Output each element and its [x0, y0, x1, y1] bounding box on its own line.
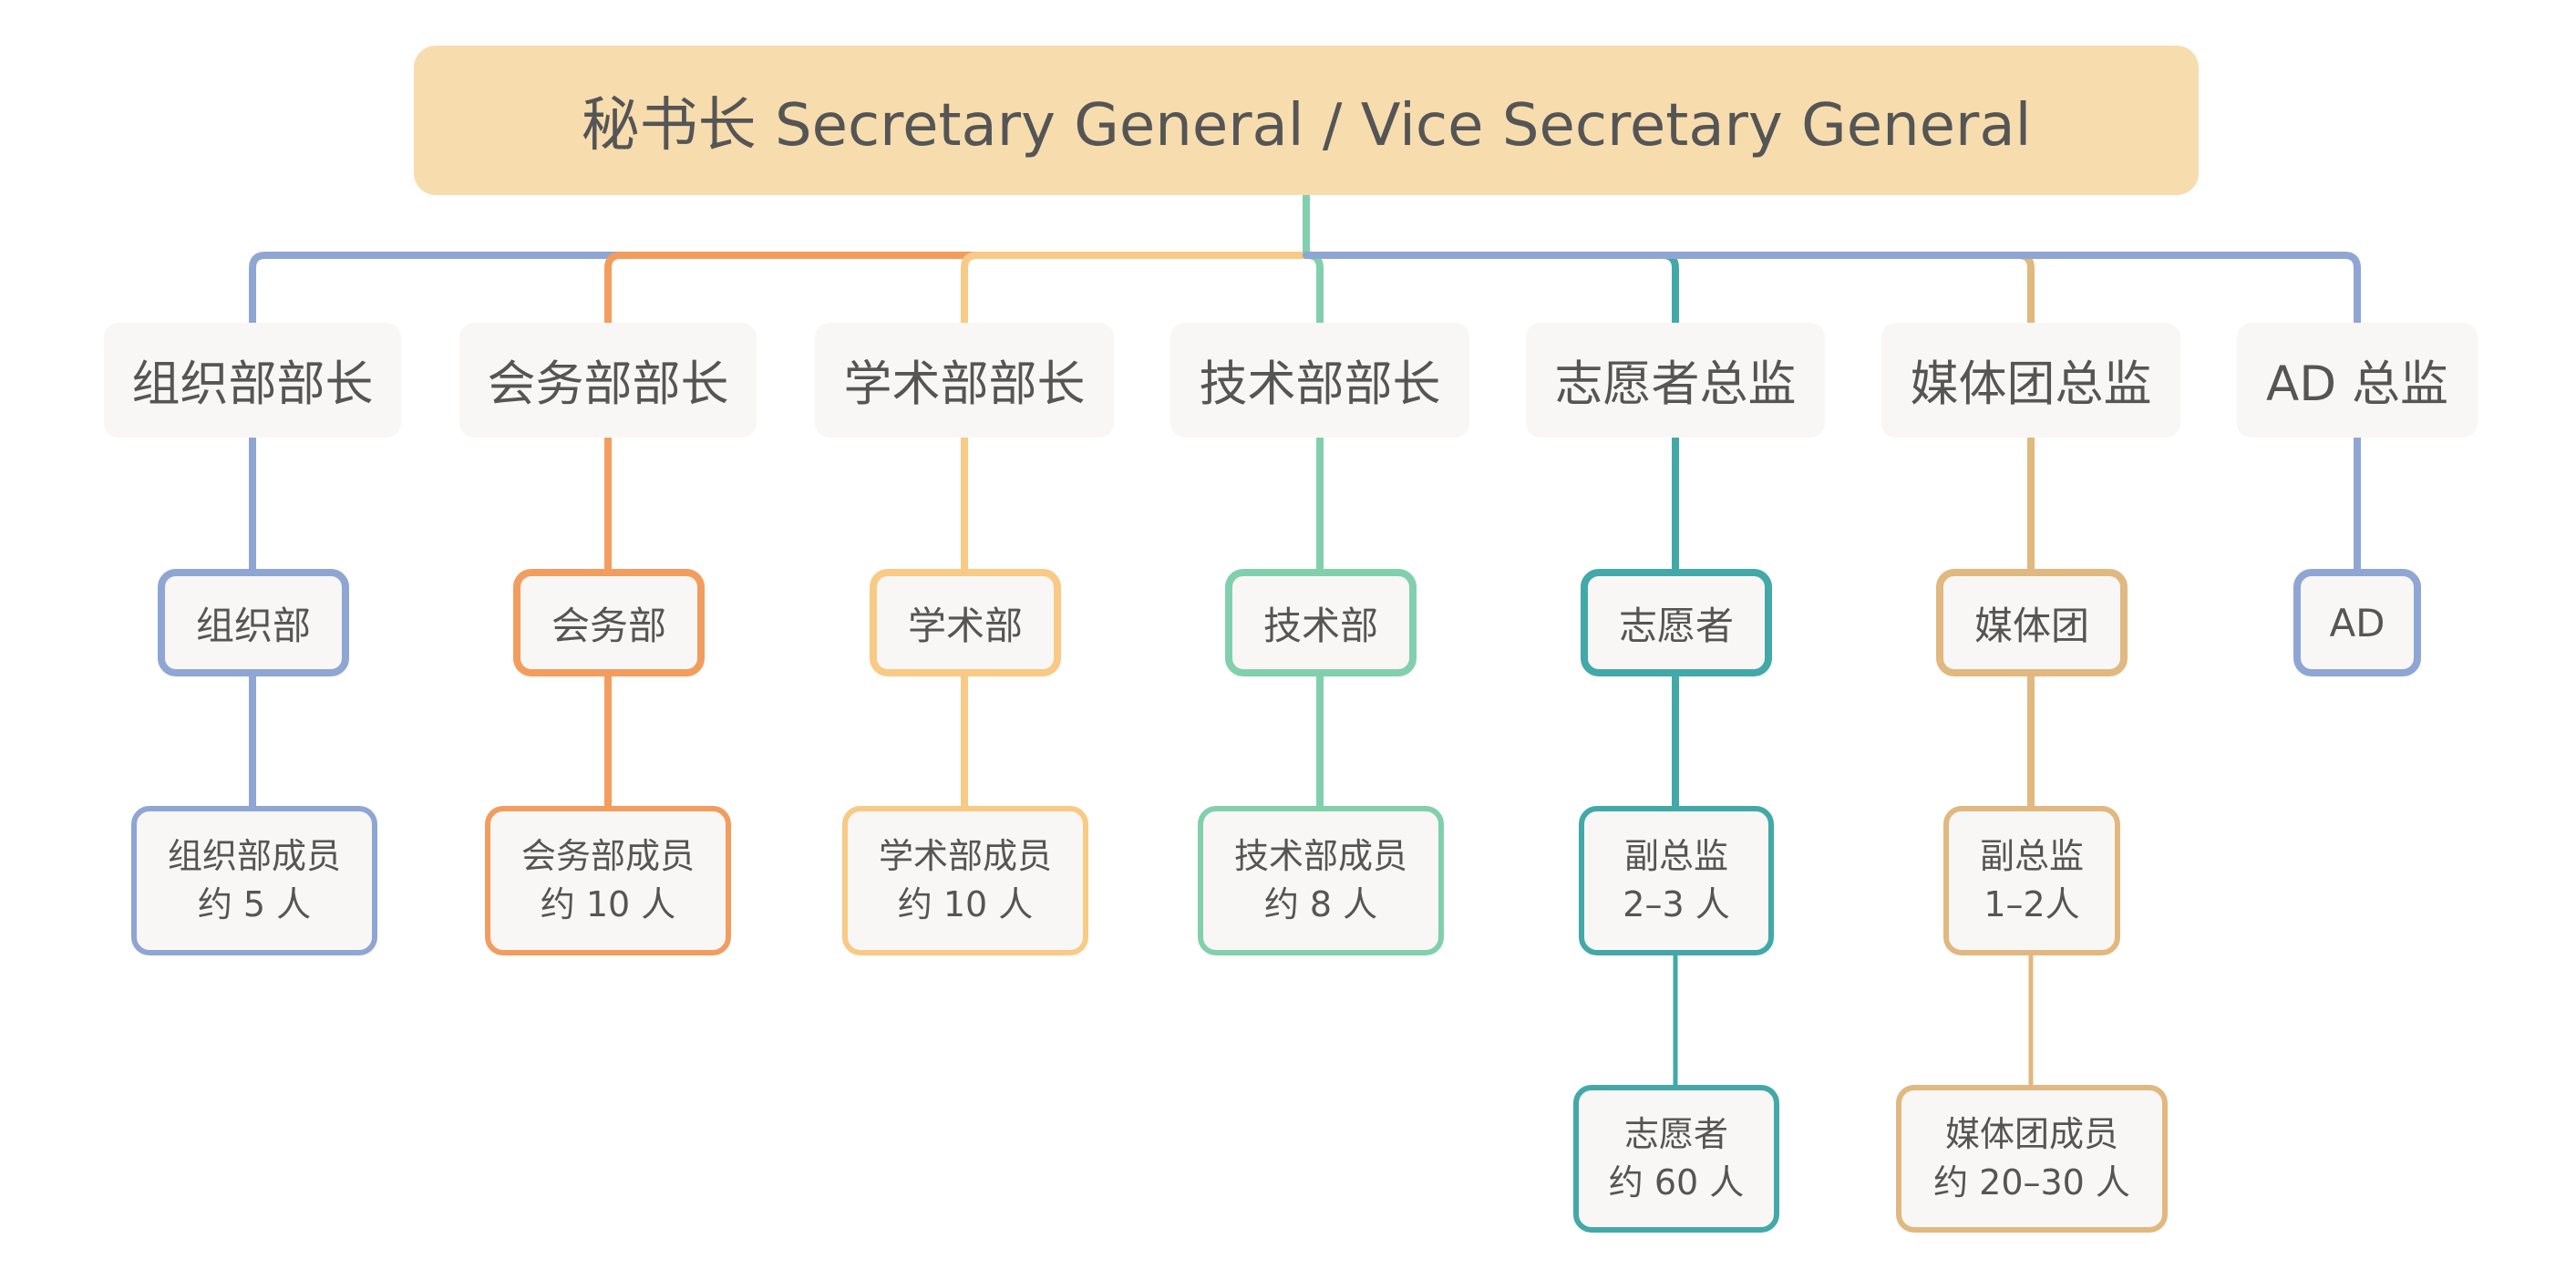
head-label: 媒体团总监: [1910, 356, 2152, 412]
member-node-organization: 组织部成员 约 5 人: [131, 806, 377, 955]
secretary-general-node: 秘书长 Secretary General / Vice Secretary G…: [414, 46, 2199, 195]
member-node-conference: 会务部成员 约 10 人: [485, 806, 731, 955]
member-line1: 副总监: [1623, 835, 1728, 876]
head-node-organization: 组织部部长: [104, 323, 401, 438]
bus-line-2: [961, 252, 1310, 326]
head-node-conference: 会务部部长: [459, 323, 757, 438]
head-label: 会务部部长: [487, 356, 729, 412]
member-line1: 副总监: [1979, 835, 2084, 876]
dept-label: 学术部: [907, 603, 1023, 648]
secretary-general-label: 秘书长 Secretary General / Vice Secretary G…: [581, 92, 2032, 160]
sub-line2: 约 20–30 人: [1933, 1162, 2130, 1203]
bus-line-0: [249, 252, 1310, 326]
member-line2: 1–2人: [1984, 884, 2080, 924]
head-node-media: 媒体团总监: [1881, 323, 2180, 438]
dept-node-conference: 会务部: [513, 569, 705, 676]
member-line2: 2–3 人: [1623, 884, 1730, 924]
dept-label: 志愿者: [1618, 603, 1734, 648]
sub-line1: 志愿者: [1623, 1113, 1728, 1154]
head-node-technical: 技术部部长: [1170, 323, 1469, 438]
member-node-volunteer-deputy: 副总监 2–3 人: [1579, 806, 1774, 955]
head-label: 学术部部长: [843, 356, 1086, 412]
member-line1: 学术部成员: [878, 835, 1052, 876]
member-line2: 约 10 人: [897, 884, 1034, 924]
member-line2: 约 8 人: [1263, 884, 1378, 924]
dept-label: 会务部: [551, 603, 666, 648]
member-line1: 技术部成员: [1233, 835, 1407, 876]
dept-label: AD: [2329, 600, 2385, 645]
dept-node-organization: 组织部: [158, 569, 349, 676]
sub-line2: 约 60 人: [1608, 1162, 1745, 1203]
sub-line1: 媒体团成员: [1944, 1113, 2118, 1154]
dept-node-volunteer: 志愿者: [1581, 569, 1772, 676]
sub-node-media: 媒体团成员 约 20–30 人: [1896, 1085, 2168, 1233]
head-node-academic: 学术部部长: [815, 323, 1114, 438]
member-node-media-deputy: 副总监 1–2人: [1943, 806, 2120, 955]
bus-line-5: [1303, 252, 2035, 326]
head-label: AD 总监: [2266, 356, 2448, 412]
head-label: 组织部部长: [131, 356, 374, 412]
bus-line-3: [1303, 248, 1324, 326]
bus-line-4: [1303, 252, 1679, 326]
dept-label: 组织部: [195, 603, 311, 648]
sub-node-volunteer: 志愿者 约 60 人: [1573, 1085, 1779, 1233]
member-node-academic: 学术部成员 约 10 人: [842, 806, 1088, 955]
head-node-volunteer: 志愿者总监: [1526, 323, 1825, 438]
dept-label: 媒体团: [1973, 603, 2089, 648]
head-node-ad: AD 总监: [2237, 323, 2478, 438]
head-label: 技术部部长: [1199, 356, 1441, 412]
head-label: 志愿者总监: [1554, 356, 1797, 412]
dept-node-academic: 学术部: [870, 569, 1061, 676]
bus-line-6: [1303, 252, 2361, 326]
member-line2: 约 5 人: [197, 884, 312, 924]
dept-node-technical: 技术部: [1225, 569, 1417, 676]
member-line2: 约 10 人: [540, 884, 676, 924]
dept-node-media: 媒体团: [1936, 569, 2128, 676]
member-node-technical: 技术部成员 约 8 人: [1198, 806, 1444, 955]
dept-node-ad: AD: [2293, 569, 2421, 676]
bus-line-1: [604, 252, 1310, 326]
member-line1: 会务部成员: [520, 835, 695, 876]
member-line1: 组织部成员: [167, 835, 341, 876]
dept-label: 技术部: [1262, 603, 1378, 648]
